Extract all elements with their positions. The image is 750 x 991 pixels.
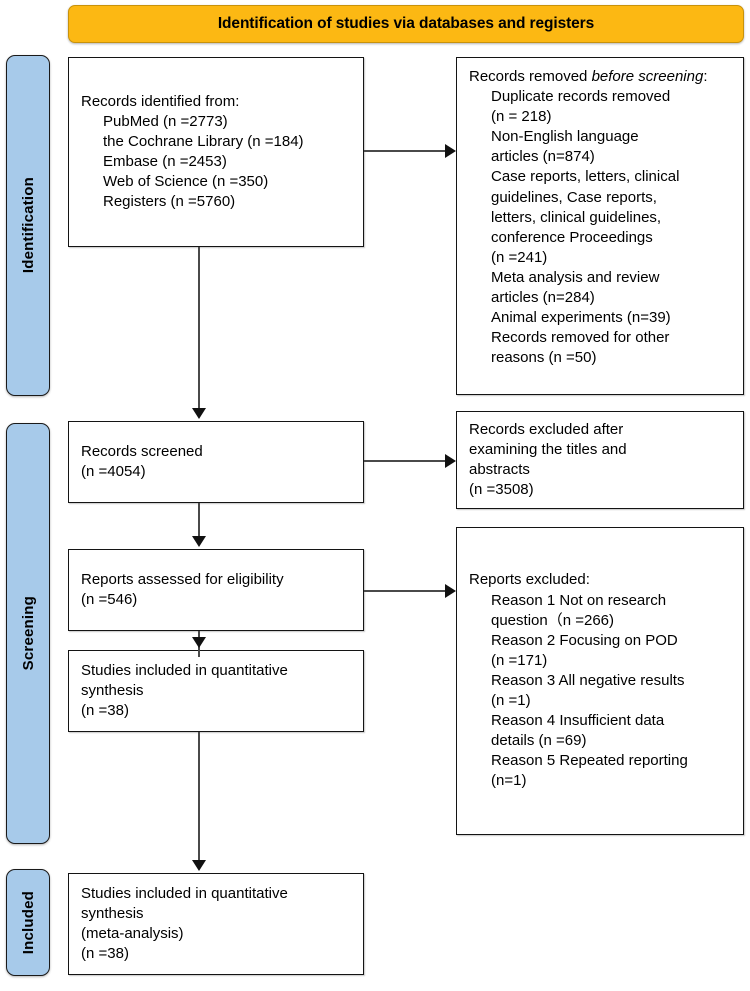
connector-line	[198, 732, 200, 862]
box-records-identified: Records identified from: PubMed (n =2773…	[68, 57, 364, 247]
stage-label-identification: Identification	[6, 55, 50, 396]
arrow-down-icon	[192, 536, 206, 547]
arrow-right-icon	[445, 584, 456, 598]
stage-label-included-text: Included	[19, 890, 37, 955]
box-records-excluded-text: Records excluded after examining the tit…	[469, 420, 627, 499]
box-studies-included-meta-analysis-text: Studies included in quantitative synthes…	[81, 884, 288, 963]
arrow-down-icon	[192, 637, 206, 648]
stage-label-included: Included	[6, 869, 50, 976]
box-records-removed-heading-colon: :	[703, 68, 708, 85]
box-reports-excluded-reasons: Reason 1 Not on research question（n =266…	[491, 591, 688, 790]
box-reports-excluded-heading: Reports excluded:	[469, 571, 590, 589]
diagram-header-title: Identification of studies via databases …	[217, 15, 595, 32]
box-studies-included-quantitative: Studies included in quantitative synthes…	[68, 650, 364, 732]
box-records-screened: Records screened (n =4054)	[68, 421, 364, 503]
box-records-removed-heading-emphasis: before screening	[591, 68, 704, 85]
box-records-screened-text: Records screened (n =4054)	[81, 442, 203, 480]
connector-line	[364, 460, 445, 462]
stage-label-screening: Screening	[6, 423, 50, 844]
arrow-down-icon	[192, 860, 206, 871]
arrow-right-icon	[445, 144, 456, 158]
box-records-identified-heading: Records identified from:	[81, 92, 240, 110]
arrow-down-icon	[192, 408, 206, 419]
stage-label-screening-text: Screening	[19, 596, 37, 671]
box-records-excluded-after-screening: Records excluded after examining the tit…	[456, 411, 744, 509]
box-records-removed-reasons: Duplicate records removed (n = 218) Non-…	[491, 88, 680, 367]
box-records-identified-sources: PubMed (n =2773) the Cochrane Library (n…	[103, 112, 304, 211]
box-studies-included-quantitative-text: Studies included in quantitative synthes…	[81, 661, 288, 720]
connector-line	[364, 590, 445, 592]
connector-line	[198, 247, 200, 408]
connector-line	[364, 150, 445, 152]
diagram-header-banner: Identification of studies via databases …	[68, 5, 744, 43]
box-reports-assessed-text: Reports assessed for eligibility (n =546…	[81, 570, 284, 608]
box-reports-excluded: Reports excluded: Reason 1 Not on resear…	[456, 527, 744, 835]
box-records-removed-heading-lead: Records removed	[469, 68, 592, 85]
box-studies-included-meta-analysis: Studies included in quantitative synthes…	[68, 873, 364, 975]
connector-line	[198, 503, 200, 536]
box-records-removed-before-screening: Records removed before screening: Duplic…	[456, 57, 744, 395]
stage-label-identification-text: Identification	[19, 177, 37, 274]
box-reports-assessed-eligibility: Reports assessed for eligibility (n =546…	[68, 549, 364, 631]
arrow-right-icon	[445, 454, 456, 468]
box-records-removed-heading: Records removed before screening:	[469, 67, 731, 87]
